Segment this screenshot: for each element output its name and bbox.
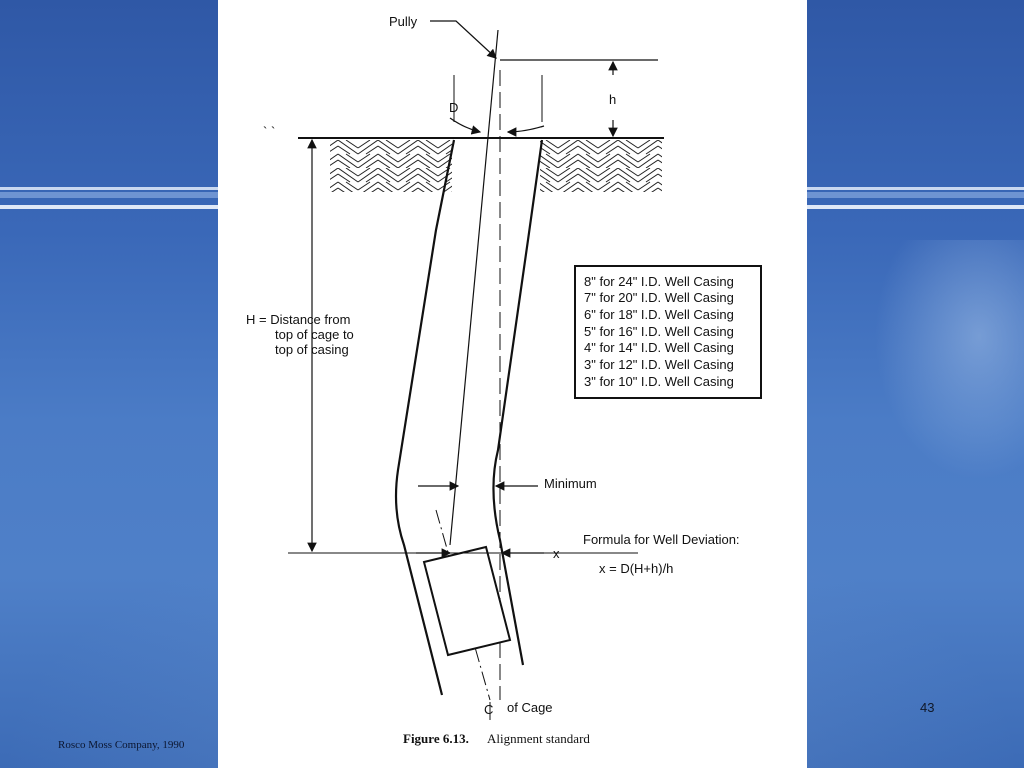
figure-panel: Pully h D ` ` H = Distance from top of c… xyxy=(218,0,807,768)
casing-row: 4" for 14" I.D. Well Casing xyxy=(584,340,734,355)
soil-hatch-left xyxy=(330,140,452,192)
caption-number: Figure 6.13. xyxy=(403,731,469,746)
faucet-watermark xyxy=(874,240,1024,480)
casing-row: 6" for 18" I.D. Well Casing xyxy=(584,307,734,322)
pulley-arrow xyxy=(430,20,497,59)
casing-row: 3" for 10" I.D. Well Casing xyxy=(584,374,734,389)
minimum-label: Minimum xyxy=(544,476,597,491)
alignment-diagram: Pully h D ` ` H = Distance from top of c… xyxy=(246,14,762,746)
casing-row: 8" for 24" I.D. Well Casing xyxy=(584,274,734,289)
tick-mark: ` ` xyxy=(263,124,275,139)
casing-row: 5" for 16" I.D. Well Casing xyxy=(584,324,734,339)
caption-text: Alignment standard xyxy=(487,731,590,746)
x-label: x xyxy=(553,546,560,561)
casing-table-box xyxy=(574,265,762,399)
centerline-label: of Cage xyxy=(507,700,553,715)
formula: x = D(H+h)/h xyxy=(599,561,673,576)
soil-hatch-right xyxy=(540,140,662,192)
casing-row: 7" for 20" I.D. Well Casing xyxy=(584,290,734,305)
formula-title: Formula for Well Deviation: xyxy=(583,532,740,547)
d-arrow-left xyxy=(449,117,482,135)
h-label: h xyxy=(609,92,616,107)
H-label-line-2: top of cage to xyxy=(275,327,354,342)
cage xyxy=(422,545,512,657)
d-label: D xyxy=(449,100,458,115)
pulley-label: Pully xyxy=(389,14,418,29)
H-label-line-3: top of casing xyxy=(275,342,349,357)
casing-table: 8" for 24" I.D. Well Casing 7" for 20" I… xyxy=(584,274,734,389)
casing-wall-left xyxy=(394,139,456,696)
centerline-symbol: C xyxy=(484,702,493,717)
casing-row: 3" for 12" I.D. Well Casing xyxy=(584,357,734,372)
casing-wall-right xyxy=(492,139,544,666)
d-arrow-right xyxy=(506,125,545,137)
plumb-line xyxy=(449,29,499,546)
page-number: 43 xyxy=(920,700,935,715)
source-credit: Rosco Moss Company, 1990 xyxy=(58,739,185,751)
H-label-line-1: H = Distance from xyxy=(246,312,350,327)
